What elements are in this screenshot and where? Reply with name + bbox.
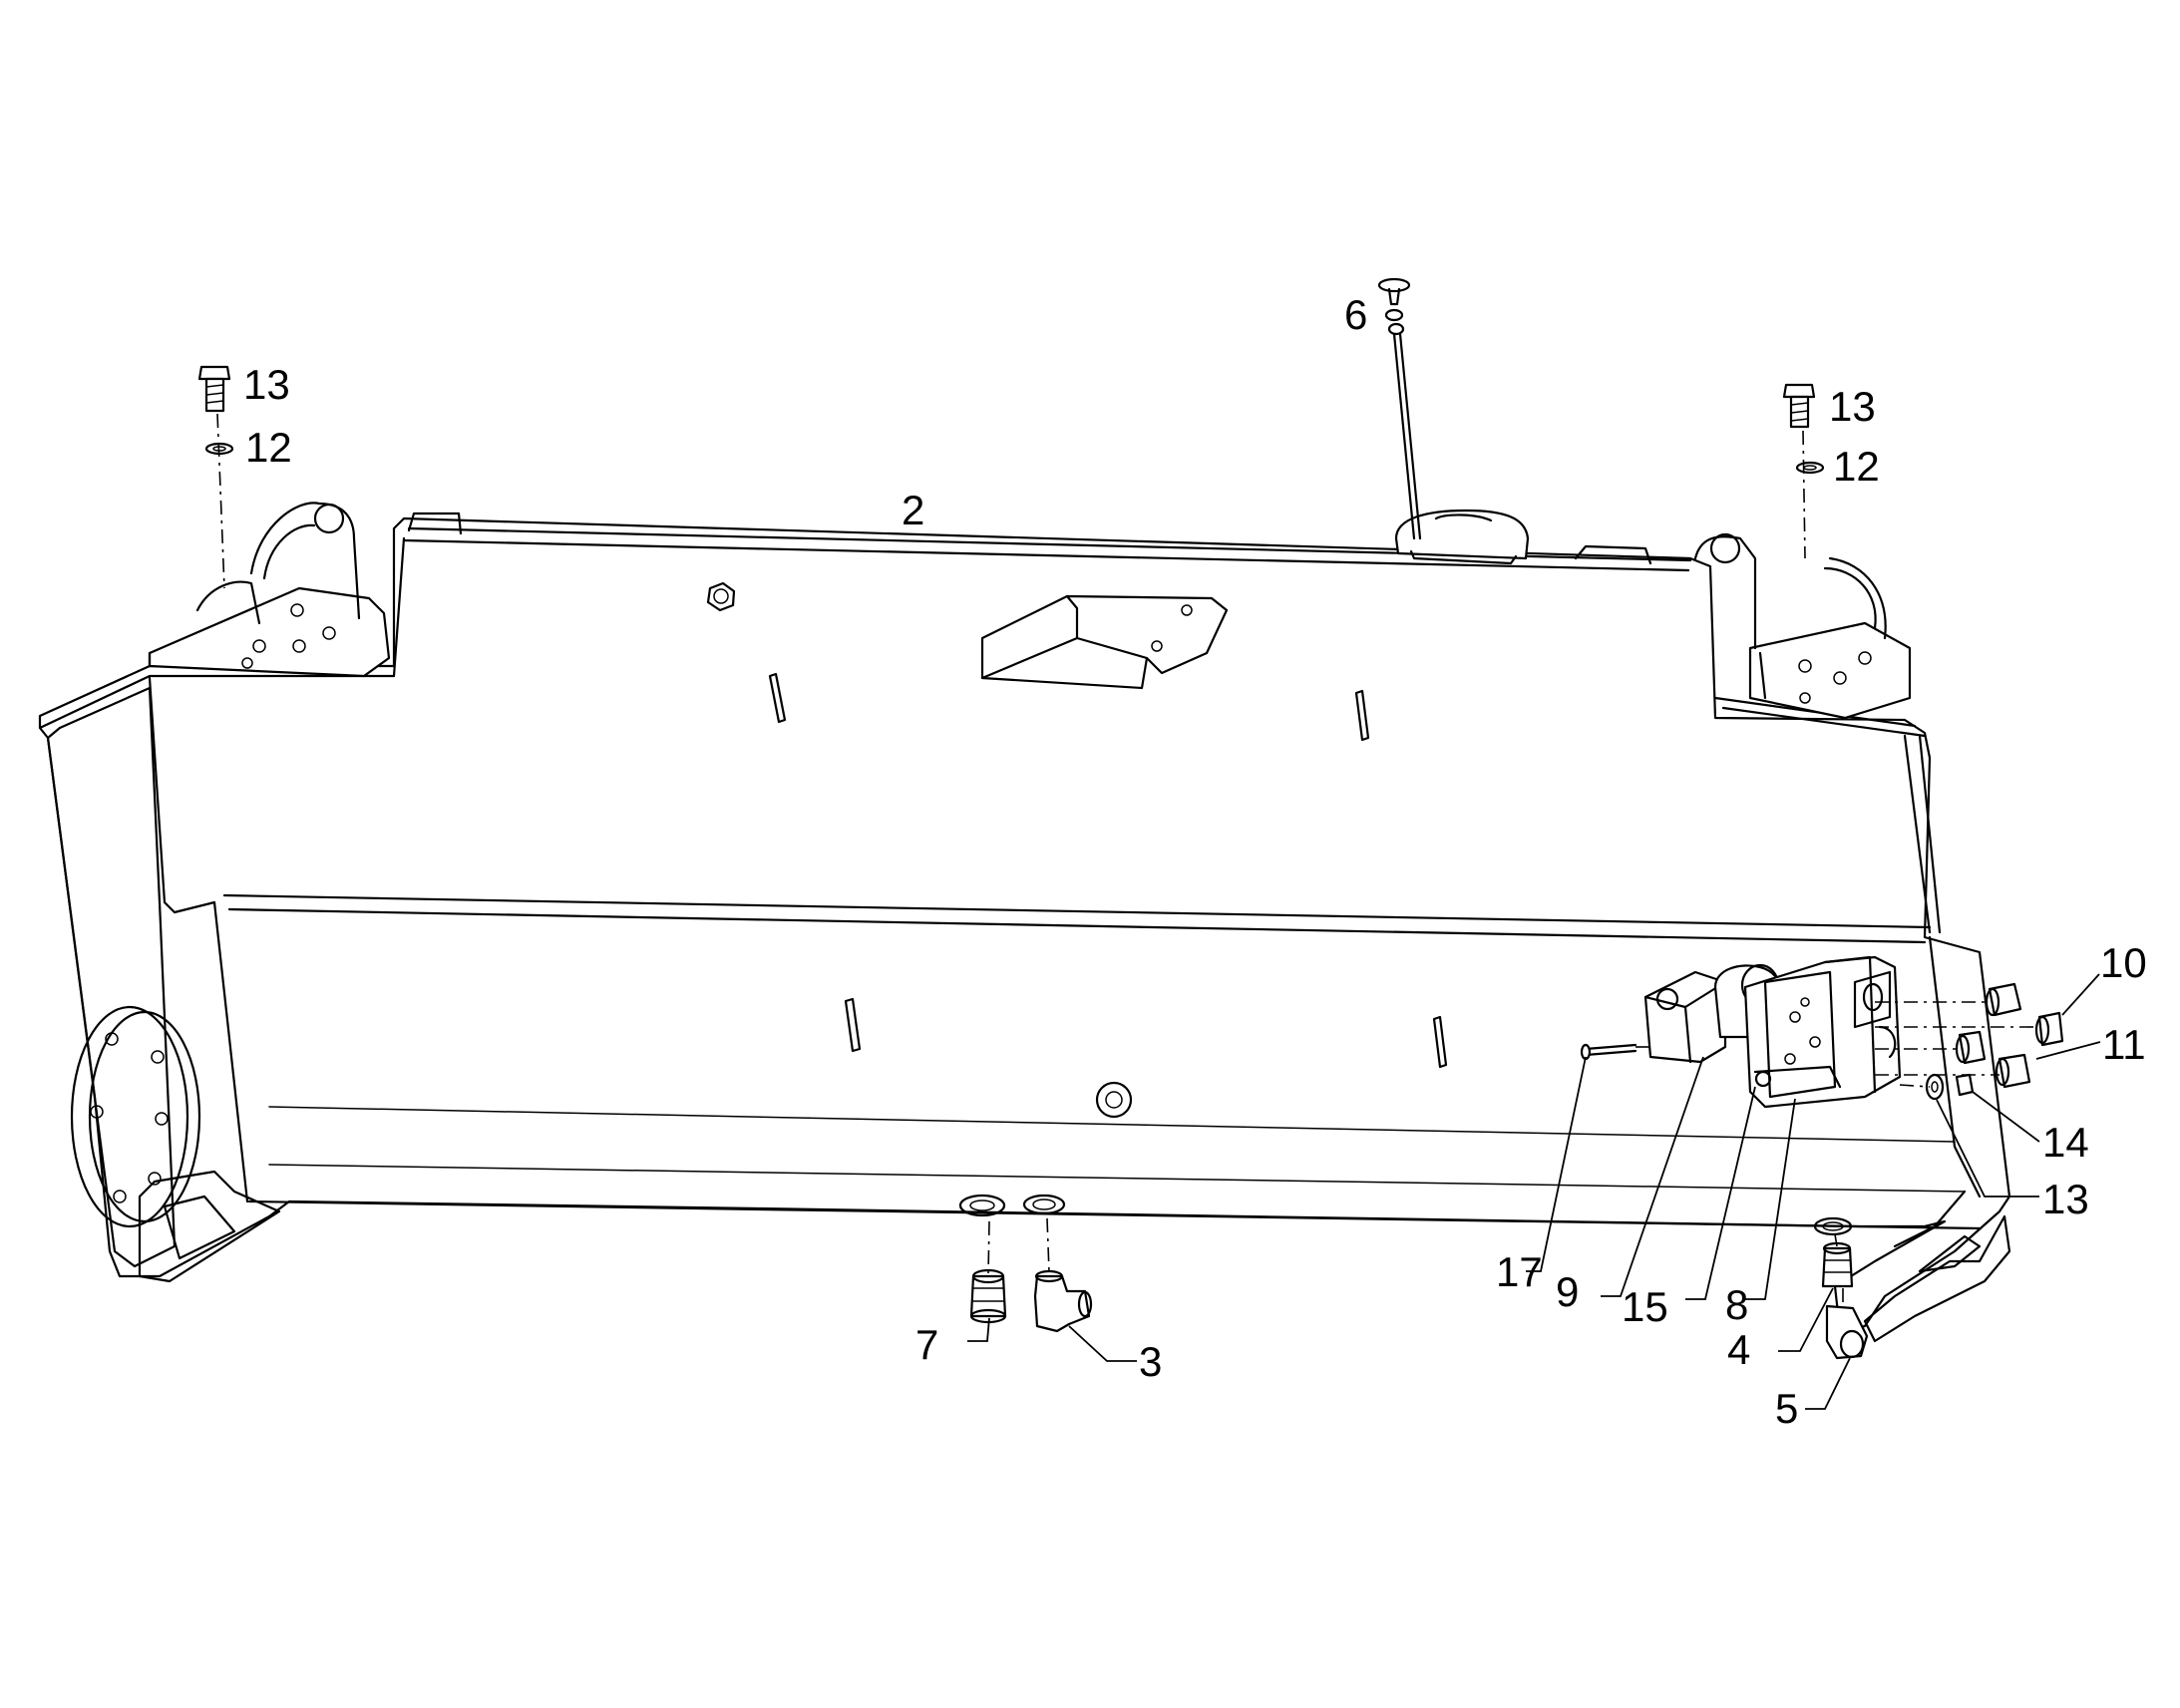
bolt-13-right	[1782, 383, 1816, 429]
tank-features	[706, 581, 1853, 1236]
callout-15: 15	[1622, 1283, 1668, 1330]
callout-7: 7	[915, 1321, 938, 1368]
screw-17	[1580, 1043, 1637, 1061]
callout-10: 10	[2100, 939, 2147, 986]
callout-4: 4	[1727, 1326, 1750, 1373]
bolt-13-left	[197, 365, 231, 413]
callout-11: 11	[2102, 1021, 2146, 1068]
callout-12-right: 12	[1833, 443, 1880, 490]
elbow-5	[1825, 1304, 1869, 1360]
callout-12-left: 12	[245, 424, 292, 471]
callout-5: 5	[1775, 1385, 1798, 1432]
dipstick-6	[1377, 277, 1422, 540]
right-mounting-bracket	[1574, 532, 1912, 720]
center-top-bracket	[980, 594, 1229, 690]
fitting-7	[969, 1268, 1007, 1324]
callout-3: 3	[1139, 1338, 1162, 1385]
callout-17: 17	[1496, 1248, 1543, 1295]
fitting-10	[1985, 982, 2064, 1047]
callout-labels: 13 12 2 6 13 12 10 11 14 13 17 9 15 8 4 …	[243, 291, 2147, 1432]
callout-13-left: 13	[243, 361, 290, 408]
left-end-plate	[46, 686, 281, 1283]
explode-lines	[216, 413, 2039, 1308]
callout-9: 9	[1556, 1268, 1579, 1315]
callout-2: 2	[902, 487, 924, 533]
fitting-11	[1955, 1030, 2031, 1089]
leader-lines	[967, 973, 2101, 1410]
elbow-3	[1033, 1269, 1093, 1333]
valve-assembly	[1643, 955, 1902, 1109]
callout-6: 6	[1344, 291, 1367, 338]
right-foot	[1863, 1214, 2011, 1343]
washer-12-right	[1795, 461, 1825, 475]
tank-body	[38, 516, 2011, 1333]
plug-16	[1955, 1073, 1975, 1097]
callout-14: 13	[2042, 1176, 2089, 1222]
left-mounting-bracket	[148, 502, 463, 678]
callout-16: 14	[2042, 1119, 2089, 1166]
callout-8: 8	[1725, 1281, 1748, 1328]
callout-13-right: 13	[1829, 383, 1876, 430]
filler-neck	[1394, 509, 1530, 565]
fitting-4	[1821, 1241, 1854, 1288]
